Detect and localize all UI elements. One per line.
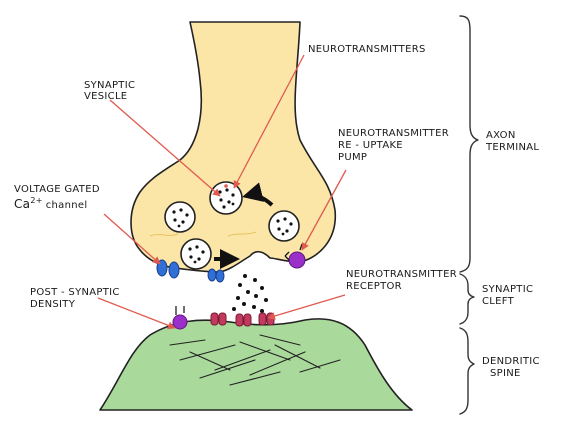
label-psd-2: DENSITY — [30, 299, 76, 310]
arrow-neurotransmitters — [233, 54, 305, 189]
label-axon-terminal: AXON — [486, 130, 516, 141]
receptor — [210, 312, 227, 326]
arrow-psd — [97, 297, 176, 330]
receptor — [235, 313, 252, 327]
post-synaptic-density — [172, 306, 188, 330]
released-neurotransmitters — [232, 274, 268, 313]
bracket-axon-terminal — [459, 15, 479, 273]
label-reuptake-3: PUMP — [338, 152, 367, 163]
arrow-receptor — [267, 294, 346, 320]
calcium-channel — [207, 268, 225, 283]
arrow-voltage-gated — [103, 213, 161, 265]
label-axon-terminal-2: TERMINAL — [485, 142, 539, 153]
label-voltage-gated: VOLTAGE GATED — [14, 184, 100, 195]
label-receptor-2: RECEPTOR — [346, 281, 402, 292]
label-synaptic-vesicle: SYNAPTIC — [84, 80, 135, 91]
label-reuptake: NEUROTRANSMITTER — [338, 128, 449, 139]
synaptic-vesicle — [268, 210, 300, 242]
recycle-arrow — [242, 182, 274, 207]
label-receptor: NEUROTRANSMITTER — [346, 269, 457, 280]
arrow-synaptic-vesicle — [109, 99, 221, 197]
dendritic-spine — [99, 318, 413, 411]
receptor — [258, 312, 275, 326]
label-dendritic-spine-2: SPINE — [490, 368, 521, 379]
synaptic-vesicle — [209, 181, 243, 215]
spine-filaments — [169, 334, 341, 386]
label-synaptic-cleft: SYNAPTIC — [482, 284, 533, 295]
synaptic-vesicle — [180, 238, 212, 270]
arrow-reuptake-pump — [301, 169, 347, 251]
label-dendritic-spine: DENDRITIC — [482, 356, 540, 367]
label-synaptic-cleft-2: CLEFT — [482, 296, 515, 307]
label-ca-channel: Ca2+channel — [14, 196, 87, 211]
synaptic-vesicle — [164, 201, 196, 233]
label-reuptake-2: RE - UPTAKE — [338, 140, 403, 151]
bracket-synaptic-cleft — [459, 273, 475, 325]
label-neurotransmitters: NEUROTRANSMITTERS — [308, 44, 426, 55]
bracket-dendritic-spine — [459, 327, 475, 415]
label-psd: POST - SYNAPTIC — [30, 287, 120, 298]
label-synaptic-vesicle-2: VESICLE — [84, 91, 127, 102]
